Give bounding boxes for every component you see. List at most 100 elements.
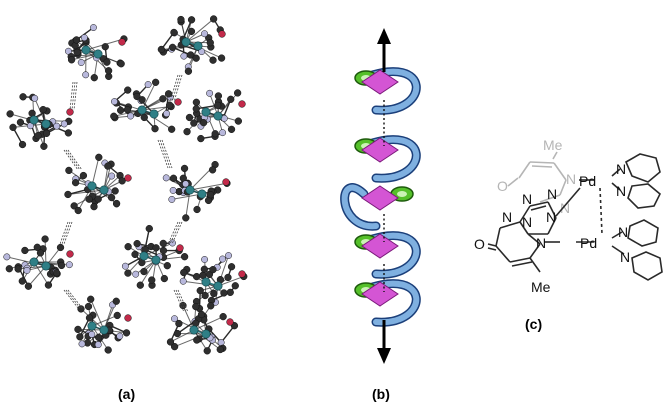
ribbon-front (341, 184, 379, 230)
stacking-contact (169, 74, 179, 103)
carbon-atom (140, 267, 148, 276)
nitrogen-atom (82, 71, 90, 79)
nitrogen-atom (169, 239, 176, 247)
nitrogen-atom (23, 266, 31, 274)
helix-turn (354, 135, 421, 183)
carbon-atom (152, 78, 160, 86)
palladium-atom (149, 109, 159, 119)
carbon-atom (211, 130, 219, 138)
nitrogen-atom (169, 186, 177, 194)
stacking-contact (173, 289, 185, 313)
carbon-atom (224, 273, 232, 282)
palladium-atom (41, 261, 51, 271)
stacking-contact (177, 289, 189, 313)
carbon-atom (233, 89, 242, 97)
oxygen-atom (66, 108, 74, 116)
bipy-top-n1-label: N (616, 161, 626, 177)
helix-schematic-panel (340, 28, 421, 364)
crystal-packing-panel (3, 15, 248, 355)
carbon-atom (70, 202, 78, 210)
carbon-atom (74, 325, 82, 334)
carbon-atom (90, 203, 98, 211)
palladium-atom (197, 189, 207, 199)
carbon-atom (184, 67, 193, 75)
oxygen-atom (174, 98, 182, 106)
stacking-contact (59, 221, 69, 245)
nitrogen-atom (206, 89, 214, 97)
ring-magenta (361, 137, 399, 163)
carbon-atom (40, 142, 48, 150)
chemical-structure-panel: Me O N N (474, 137, 663, 295)
oxygen-atom (66, 250, 74, 258)
palladium-atom (201, 107, 211, 117)
nitrogen-atom (144, 81, 152, 89)
molecular-unit (64, 153, 132, 215)
carbon-atom (200, 265, 209, 273)
faded-nitrogen-label: N (566, 171, 576, 187)
carbon-atom (220, 289, 228, 297)
bond (171, 193, 203, 200)
carbon-atom (85, 195, 93, 203)
carbon-atom (110, 112, 118, 120)
carbon-atom (42, 129, 51, 138)
palladium-atom (99, 325, 109, 335)
carbon-atom (104, 67, 113, 75)
molecular-unit (110, 78, 182, 133)
bond (139, 259, 157, 286)
carbon-atom (197, 134, 205, 143)
nitrogen-atom (31, 94, 39, 102)
stacking-contact (69, 81, 74, 111)
helix-turn (354, 279, 421, 327)
carbon-atom (219, 313, 227, 321)
carbon-atom (18, 277, 26, 285)
bond (114, 101, 155, 115)
carbon-atom (112, 297, 120, 305)
palladium-atom (151, 255, 161, 265)
carbon-atom (116, 106, 125, 115)
carbon-atom (73, 48, 81, 57)
carbon-atom (140, 113, 148, 122)
stacking-contact (65, 149, 81, 171)
methyl-label: Me (531, 279, 551, 295)
carbon-atom (131, 250, 139, 259)
carbon-atom (16, 118, 25, 126)
carbon-atom (104, 162, 112, 170)
carbon-atom (14, 265, 22, 273)
carbon-atom (208, 166, 217, 174)
carbon-atom (74, 206, 82, 215)
carbon-atom (123, 106, 132, 114)
carbon-atom (187, 51, 195, 59)
nitrogen-atom (179, 277, 187, 285)
carbon-atom (214, 92, 223, 100)
nitrogen-atom (80, 34, 88, 42)
carbon-atom (234, 117, 242, 125)
carbon-atom (111, 187, 119, 195)
palladium-atom (213, 111, 223, 121)
ring-magenta (361, 233, 399, 259)
molecular-unit (183, 89, 246, 143)
palladium-atom (99, 185, 109, 195)
palladium-atom (181, 37, 191, 47)
carbon-atom (180, 268, 188, 277)
carbon-atom (107, 193, 116, 202)
bond (71, 53, 99, 61)
carbon-atom (209, 266, 217, 274)
oxygen-atom (176, 244, 184, 252)
carbon-atom (182, 214, 190, 222)
carbon-atom (103, 58, 111, 66)
stacking-contact (173, 74, 183, 103)
nitrogen-atom (77, 59, 85, 66)
carbon-atom (227, 125, 236, 134)
carbon-atom (206, 39, 214, 47)
carbon-atom (210, 289, 218, 298)
triazole-n2-label: N (502, 209, 512, 225)
carbon-atom (94, 195, 102, 203)
carbon-atom (79, 171, 88, 180)
triazole-n4-label: N (547, 186, 557, 202)
carbon-atom (67, 56, 76, 64)
carbon-atom (159, 95, 167, 103)
nitrogen-atom (201, 30, 208, 38)
molecular-unit (121, 224, 189, 289)
carbon-atom (71, 179, 80, 187)
carbon-atom (64, 190, 72, 199)
